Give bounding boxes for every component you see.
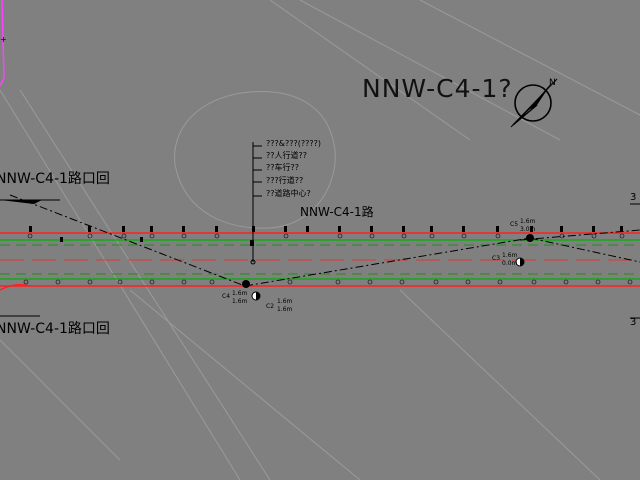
mark-v2: 3.0m <box>520 226 536 233</box>
legend-leader <box>250 142 262 265</box>
drawing-title: NNW-C4-1? <box>362 74 513 103</box>
north-arrow-icon: N <box>510 78 558 128</box>
mark-v3: 1.6m <box>502 252 518 259</box>
survey-markers <box>242 234 534 301</box>
pond-outline <box>174 91 336 229</box>
legend-item-1: ???&???(????) <box>266 139 321 148</box>
station-circles <box>23 233 633 285</box>
alignment-lines <box>9 194 640 287</box>
svg-text:+: + <box>0 35 7 44</box>
mark-v5: 1.6m <box>232 290 248 297</box>
mark-v8: 1.6m <box>277 306 293 313</box>
road-label: NNW-C4-1路 <box>300 205 374 219</box>
legend-item-3: ??车行?? <box>266 163 299 172</box>
side-label-top: NNW-C4-1路口回 <box>0 171 110 187</box>
legend-item-5: ??道路中心? <box>266 189 311 198</box>
mark-c5: C5 <box>510 221 519 228</box>
svg-text:N: N <box>549 78 556 88</box>
mark-c3: C3 <box>492 255 501 262</box>
mark-c4: C4 <box>222 293 231 300</box>
mark-v6: 1.6m <box>232 298 248 305</box>
legend-item-4: ???行道?? <box>266 176 304 185</box>
mark-v7: 1.6m <box>277 298 293 305</box>
road-edges <box>0 232 640 291</box>
road-ticks <box>29 226 623 246</box>
magenta-bracket <box>0 0 5 87</box>
side-label-bottom: NNW-C4-1路口回 <box>0 321 110 337</box>
mark-v1: 1.6m <box>520 218 536 225</box>
mark-v4: 0.0m <box>502 260 518 267</box>
mark-c2: C2 <box>266 303 275 310</box>
legend-item-2: ??人行道?? <box>266 151 307 160</box>
right-mark-top: 3 <box>630 192 637 203</box>
right-mark-bottom: 3 <box>630 317 637 328</box>
direction-arrow <box>0 199 640 319</box>
